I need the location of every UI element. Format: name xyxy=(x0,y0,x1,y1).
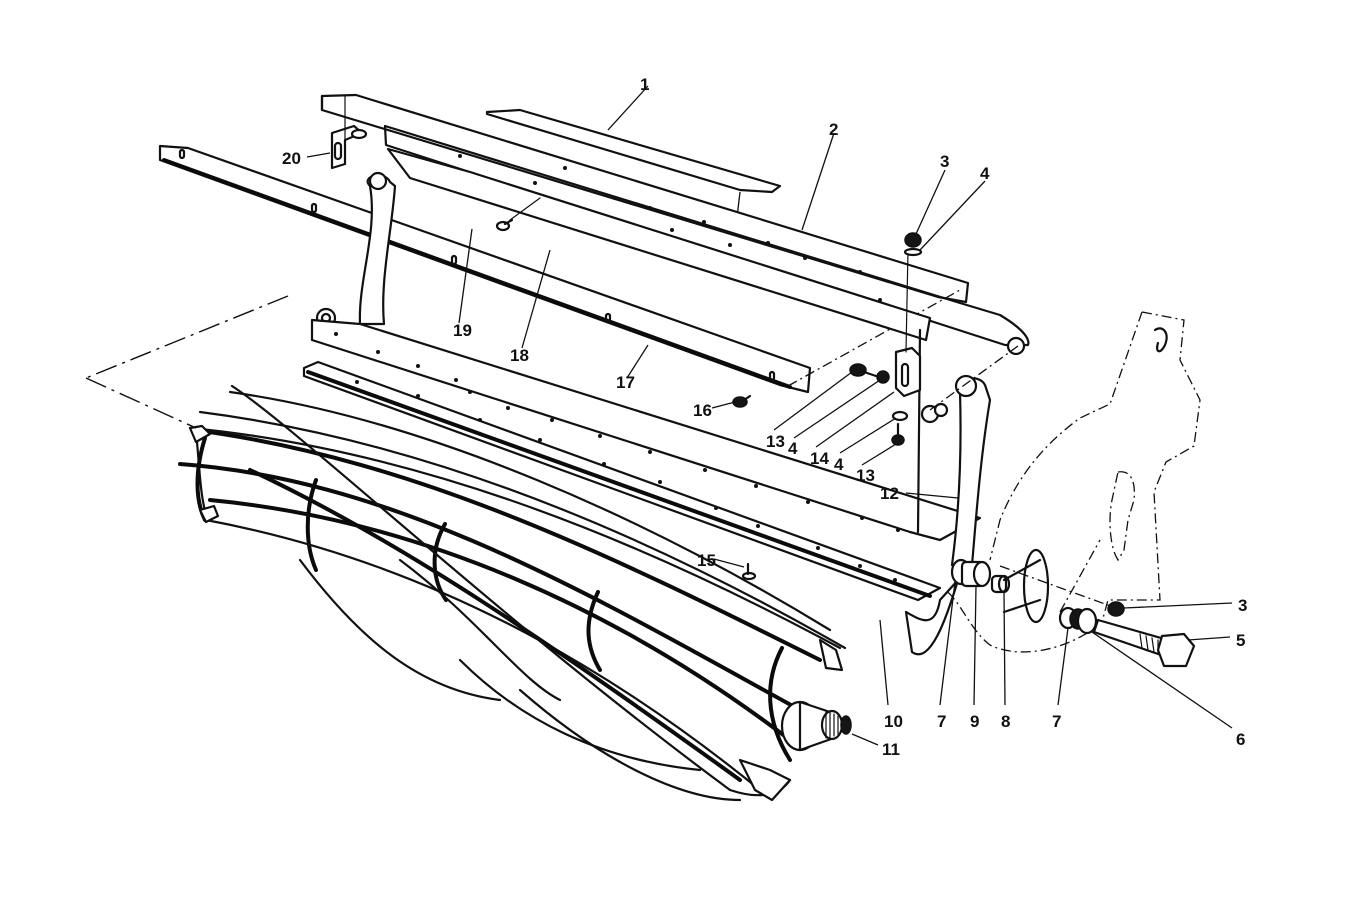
callout-4: 4 xyxy=(980,164,990,183)
callout-3: 3 xyxy=(1238,596,1248,615)
frame-bed-plate xyxy=(310,318,982,542)
callout-1: 1 xyxy=(640,75,650,94)
part-18-shield xyxy=(386,147,932,349)
callout-3: 3 xyxy=(940,152,950,171)
callout-9: 9 xyxy=(970,712,980,731)
callout-10: 10 xyxy=(884,712,903,731)
callout-16: 16 xyxy=(693,401,712,420)
reel-cylinder xyxy=(178,384,847,802)
part-11-shaft-end xyxy=(780,700,879,752)
callout-20: 20 xyxy=(282,149,301,168)
part-10-bed-knife xyxy=(302,360,942,706)
callout-13: 13 xyxy=(856,466,875,485)
part-15-screw xyxy=(713,558,757,581)
part-16-bolt xyxy=(711,394,752,409)
part-17-flat-bar xyxy=(158,144,961,394)
callout-8: 8 xyxy=(1001,712,1011,731)
parts-3-5-6-7-bolt-stack xyxy=(1057,539,1233,729)
callout-19: 19 xyxy=(453,321,472,340)
callout-7: 7 xyxy=(1052,712,1062,731)
callout-2: 2 xyxy=(829,120,839,139)
reference-lines xyxy=(85,295,289,429)
callout-15: 15 xyxy=(697,551,716,570)
parts-3-4-top-nut-washer xyxy=(903,169,986,257)
callout-18: 18 xyxy=(510,346,529,365)
callout-4: 4 xyxy=(788,439,798,458)
part-19-screw xyxy=(458,197,541,324)
part-1-cover-plate xyxy=(485,85,782,227)
part-12-leader xyxy=(905,492,959,499)
hardware-cluster-right xyxy=(773,249,1026,466)
frame-right-arm xyxy=(904,374,992,656)
callout-11: 11 xyxy=(882,740,900,759)
callout-5: 5 xyxy=(1236,631,1246,650)
callout-12: 12 xyxy=(880,484,899,503)
callout-7: 7 xyxy=(937,712,947,731)
callout-13: 13 xyxy=(766,432,785,451)
side-plate xyxy=(944,311,1201,653)
frame-left-arm xyxy=(315,171,397,329)
part-20-bracket xyxy=(306,95,368,170)
callout-14: 14 xyxy=(810,449,829,468)
callout-6: 6 xyxy=(1236,730,1246,749)
callout-4: 4 xyxy=(834,455,844,474)
callout-17: 17 xyxy=(616,373,635,392)
bearing-stack xyxy=(939,558,1011,706)
